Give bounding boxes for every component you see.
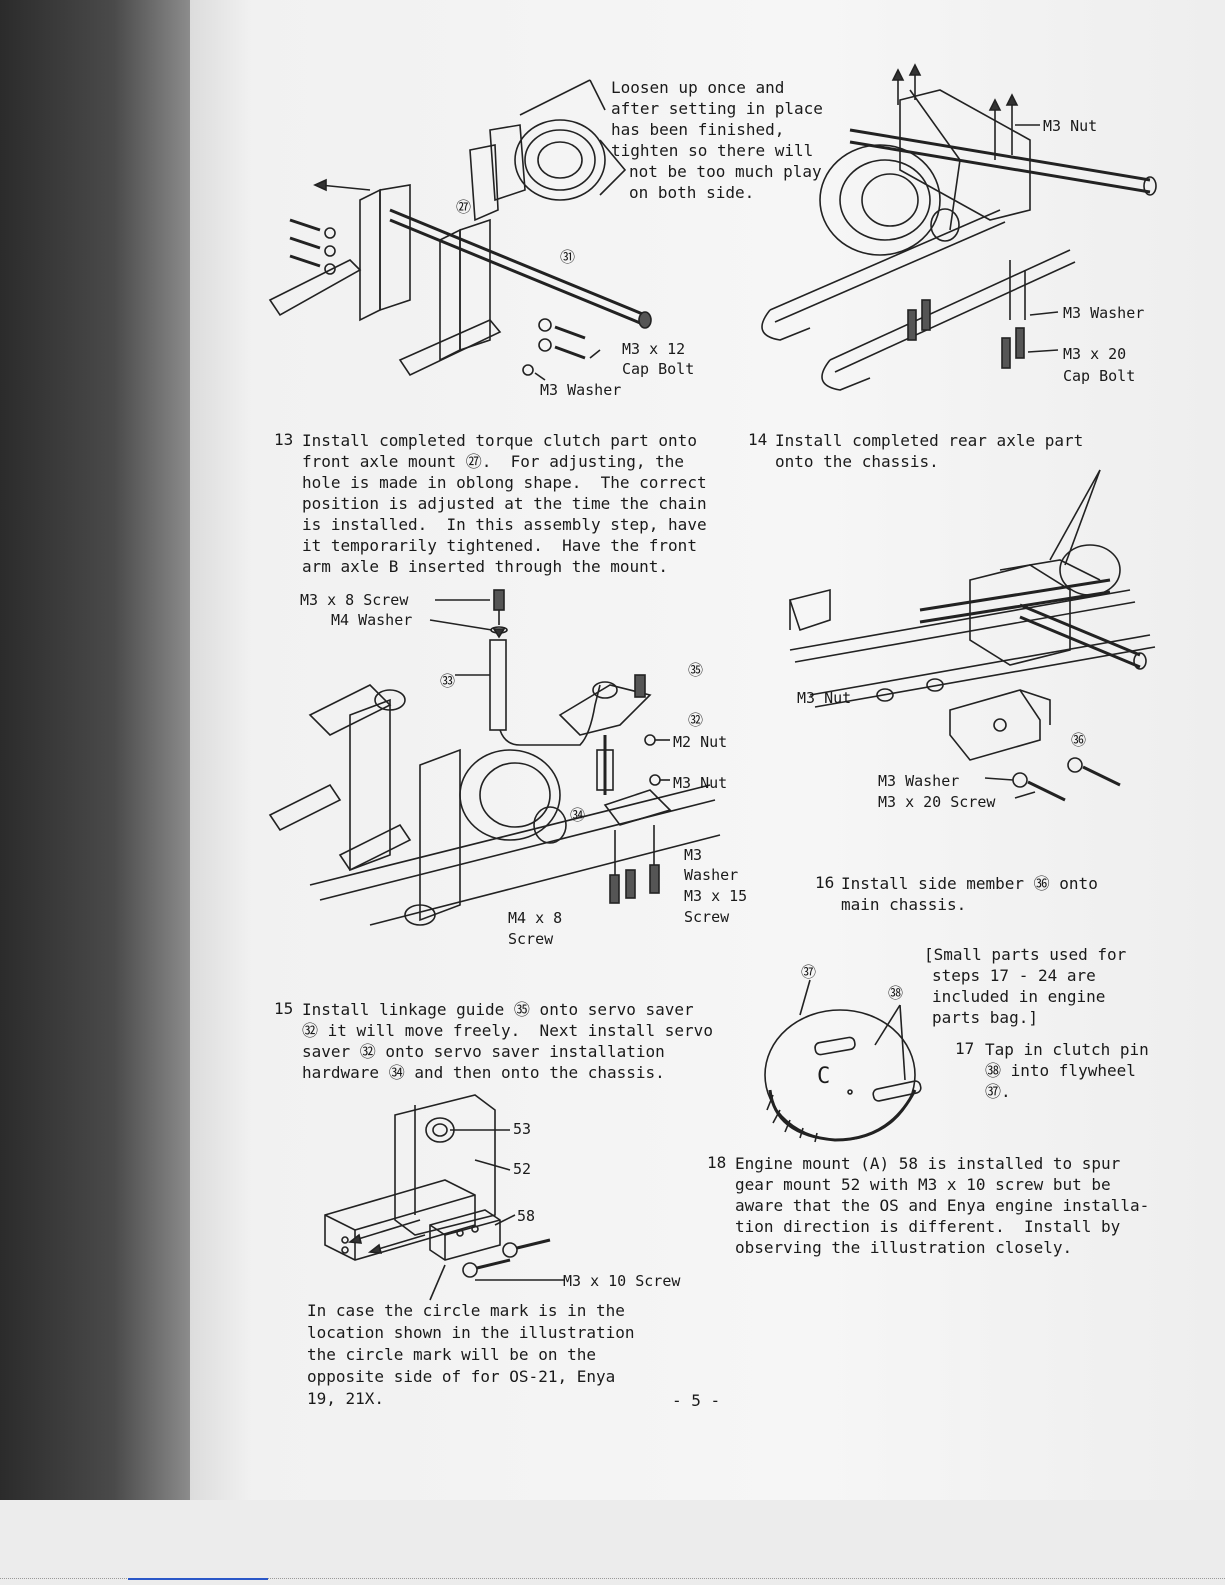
step-13-line: arm axle B inserted through the mount.: [302, 557, 669, 576]
step-18-line: tion direction is different. Install by: [735, 1217, 1121, 1236]
step-18-line: observing the illustration closely.: [735, 1238, 1073, 1257]
note-line: after setting in place: [611, 99, 823, 118]
note-line: the circle mark will be on the: [307, 1345, 596, 1364]
label-m2-nut: M2 Nut: [673, 733, 728, 751]
part-27-callout: ㉗: [456, 198, 472, 216]
label-screw: Screw: [684, 908, 730, 926]
page-number: - 5 -: [672, 1391, 721, 1410]
part-37-callout: ㊲: [801, 963, 817, 981]
note-line: included in engine: [932, 987, 1106, 1006]
part-53-callout: 53: [513, 1120, 532, 1138]
step-16-line: Install side member ㊱ onto: [841, 874, 1098, 893]
note-line: not be too much play: [629, 162, 822, 181]
step-13-line: front axle mount ㉗. For adjusting, the: [302, 452, 685, 471]
note-line: has been finished,: [611, 120, 785, 139]
part-34-callout: ㉞: [570, 806, 586, 824]
label-m3-nut: M3 Nut: [1043, 117, 1098, 135]
scan-bottom-margin: [0, 1500, 1225, 1585]
figure-16-side-member: [788, 469, 1156, 802]
note-line: parts bag.]: [932, 1008, 1038, 1027]
label-washer: Washer: [684, 866, 739, 884]
label-screw: Screw: [508, 930, 554, 948]
label-m3x10-screw: M3 x 10 Screw: [563, 1272, 681, 1290]
label-cap-bolt: Cap Bolt: [622, 360, 695, 378]
label-cap-bolt: Cap Bolt: [1063, 367, 1136, 385]
note-line: on both side.: [629, 183, 755, 202]
step-number: 14: [748, 430, 768, 449]
part-58-callout: 58: [517, 1207, 536, 1225]
label-m3-nut: M3 Nut: [797, 689, 852, 707]
label-m3-washer: M3 Washer: [540, 381, 622, 399]
label-m3-washer: M3 Washer: [1063, 304, 1145, 322]
note-line: Loosen up once and: [611, 78, 785, 97]
label-m3x20: M3 x 20: [1063, 345, 1127, 363]
label-m3x15: M3 x 15: [684, 887, 748, 905]
flywheel-letter-c: C: [817, 1064, 831, 1089]
step-18-line: aware that the OS and Enya engine instal…: [735, 1196, 1150, 1215]
step-13-line: position is adjusted at the time the cha…: [302, 494, 707, 513]
part-33-callout: ㉝: [440, 672, 456, 690]
step-17-line: ㊳ into flywheel: [985, 1061, 1136, 1080]
label-m4x8: M4 x 8: [508, 909, 563, 927]
note-line: tighten so there will: [611, 141, 814, 160]
note-line: In case the circle mark is in the: [307, 1301, 625, 1320]
scan-bottom-link: [128, 1578, 268, 1580]
label-m4-washer: M4 Washer: [331, 611, 413, 629]
step-14-line: onto the chassis.: [775, 452, 939, 471]
step-15-line: Install linkage guide ㉟ onto servo saver: [302, 1000, 694, 1019]
step-number: 15: [274, 999, 294, 1018]
step-13-line: Install completed torque clutch part ont…: [302, 431, 697, 450]
scan-left-border: [0, 0, 190, 1585]
step-number: 13: [274, 430, 294, 449]
part-52-callout: 52: [513, 1160, 532, 1178]
label-m3-washer: M3 Washer: [878, 772, 960, 790]
step-number: 16: [815, 873, 835, 892]
step-15-line: saver ㉜ onto servo saver installation: [302, 1042, 665, 1061]
step-number: 17: [955, 1039, 975, 1058]
part-38-callout: ㊳: [888, 984, 904, 1002]
figure-17-flywheel: [764, 979, 922, 1143]
step-15-line: hardware ㉞ and then onto the chassis.: [302, 1063, 665, 1082]
step-14-line: Install completed rear axle part: [775, 431, 1084, 450]
part-32-callout: ㉜: [688, 711, 704, 729]
figure-14-rear-axle: [761, 63, 1157, 391]
step-13-line: is installed. In this assembly step, hav…: [302, 515, 707, 534]
label-m3x8-screw: M3 x 8 Screw: [300, 591, 409, 609]
step-18-line: gear mount 52 with M3 x 10 screw but be: [735, 1175, 1111, 1194]
step-17-line: ㊲.: [985, 1082, 1011, 1101]
note-line: opposite side of for OS-21, Enya: [307, 1367, 616, 1386]
figure-18-engine-mount: [324, 1094, 565, 1301]
step-17-line: Tap in clutch pin: [985, 1040, 1149, 1059]
step-18-line: Engine mount (A) 58 is installed to spur: [735, 1154, 1121, 1173]
label-m3-nut: M3 Nut: [673, 774, 728, 792]
scan-bottom-rule: [0, 1578, 1225, 1579]
step-13-line: hole is made in oblong shape. The correc…: [302, 473, 707, 492]
note-line: location shown in the illustration: [307, 1323, 635, 1342]
note-line: [Small parts used for: [924, 945, 1127, 964]
step-number: 18: [707, 1153, 727, 1172]
figure-13-torque-clutch: [268, 79, 652, 381]
label-m3x12: M3 x 12: [622, 340, 686, 358]
label-m3x20-screw: M3 x 20 Screw: [878, 793, 996, 811]
step-15-line: ㉜ it will move freely. Next install serv…: [302, 1021, 713, 1040]
note-line: steps 17 - 24 are: [932, 966, 1096, 985]
part-31-callout: ㉛: [560, 248, 576, 266]
step-16-line: main chassis.: [841, 895, 967, 914]
part-36-callout: ㊱: [1071, 731, 1087, 749]
step-13-line: it temporarily tightened. Have the front: [302, 536, 697, 555]
label-m3: M3: [684, 846, 703, 864]
part-35-callout: ㉟: [688, 661, 704, 679]
figure-15-servo-saver: [268, 589, 721, 926]
note-line: 19, 21X.: [307, 1389, 385, 1408]
